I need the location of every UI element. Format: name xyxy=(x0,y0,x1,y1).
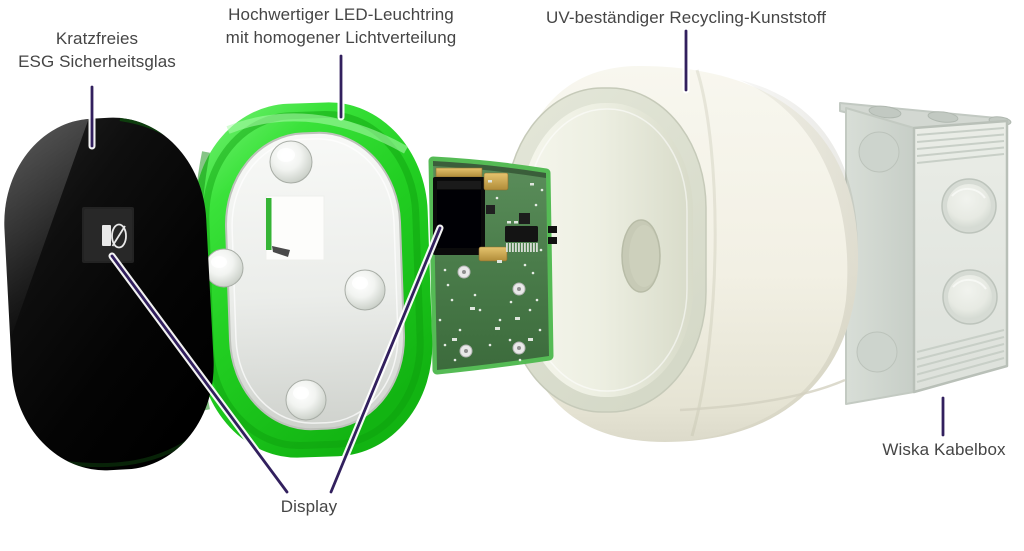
label-recycled-plastic-line1: UV-beständiger Recycling-Kunststoff xyxy=(545,8,827,27)
pcb-chip xyxy=(486,205,495,214)
glass-panel xyxy=(0,115,214,471)
glass-facet-highlight xyxy=(0,115,90,340)
label-led-ring: Hochwertiger LED-Leuchtring mit homogene… xyxy=(226,3,457,49)
display-icon xyxy=(102,223,127,249)
cable-box-knockout xyxy=(941,178,997,234)
label-cable-box: Wiska Kabelbox xyxy=(882,438,1005,461)
oled-screen xyxy=(437,190,481,248)
label-cable-box-line1: Wiska Kabelbox xyxy=(882,440,1006,459)
label-display-line1: Display xyxy=(280,497,338,516)
housing-front-face xyxy=(521,103,693,397)
housing-bottom-seam xyxy=(679,378,846,412)
pcb-smd-pads xyxy=(452,180,534,341)
pointer-lines xyxy=(88,27,947,496)
label-led-ring-line2: mit homogener Lichtverteilung xyxy=(225,28,457,47)
cable-box-top-ribs xyxy=(916,127,1005,164)
pcb-edge-tab xyxy=(548,226,557,233)
cable-box-bottom-ribs xyxy=(916,329,1005,383)
lens-boss xyxy=(269,140,313,184)
label-safety-glass: Kratzfreies ESG Sicherheitsglas xyxy=(18,27,176,73)
pointer-line-display-left xyxy=(108,252,291,496)
cable-box-side-boss xyxy=(858,131,900,173)
display-window xyxy=(265,195,325,261)
window-green-stripe xyxy=(266,198,272,250)
housing-center-recess-inner xyxy=(629,225,659,287)
cable-box-side-boss xyxy=(856,331,898,373)
label-safety-glass-line1: Kratzfreies xyxy=(55,29,139,48)
cable-box-knockout xyxy=(942,269,998,325)
cable-box-top-knockout xyxy=(868,105,902,119)
led-ring xyxy=(191,102,433,458)
pcb xyxy=(428,156,557,375)
housing-dome-seam xyxy=(690,69,717,437)
label-safety-glass-line2: ESG Sicherheitsglas xyxy=(18,52,176,71)
housing xyxy=(505,66,859,442)
pcb-chip xyxy=(519,213,530,224)
pcb-top-edge xyxy=(433,161,546,178)
pcb-edge-tab xyxy=(548,237,557,244)
cable-box xyxy=(839,102,1012,405)
lens-boss xyxy=(344,269,386,311)
pcb-vias xyxy=(438,188,544,362)
pcb-mounting-pads xyxy=(457,265,526,358)
lens-boss xyxy=(285,379,327,421)
label-display: Display xyxy=(281,495,337,518)
label-recycled-plastic: UV-beständiger Recycling-Kunststoff xyxy=(546,6,826,29)
oled-module xyxy=(433,167,509,262)
pcb-connector xyxy=(505,226,538,252)
glass-green-reflection-bottom xyxy=(59,438,192,468)
window-oled-shadow xyxy=(272,246,290,257)
lens-boss xyxy=(204,248,244,288)
label-led-ring-line1: Hochwertiger LED-Leuchtring xyxy=(228,5,454,24)
pointer-line-display-right xyxy=(327,224,444,496)
led-ring-top-highlight xyxy=(226,113,408,154)
cable-box-top-knockout xyxy=(927,111,959,123)
